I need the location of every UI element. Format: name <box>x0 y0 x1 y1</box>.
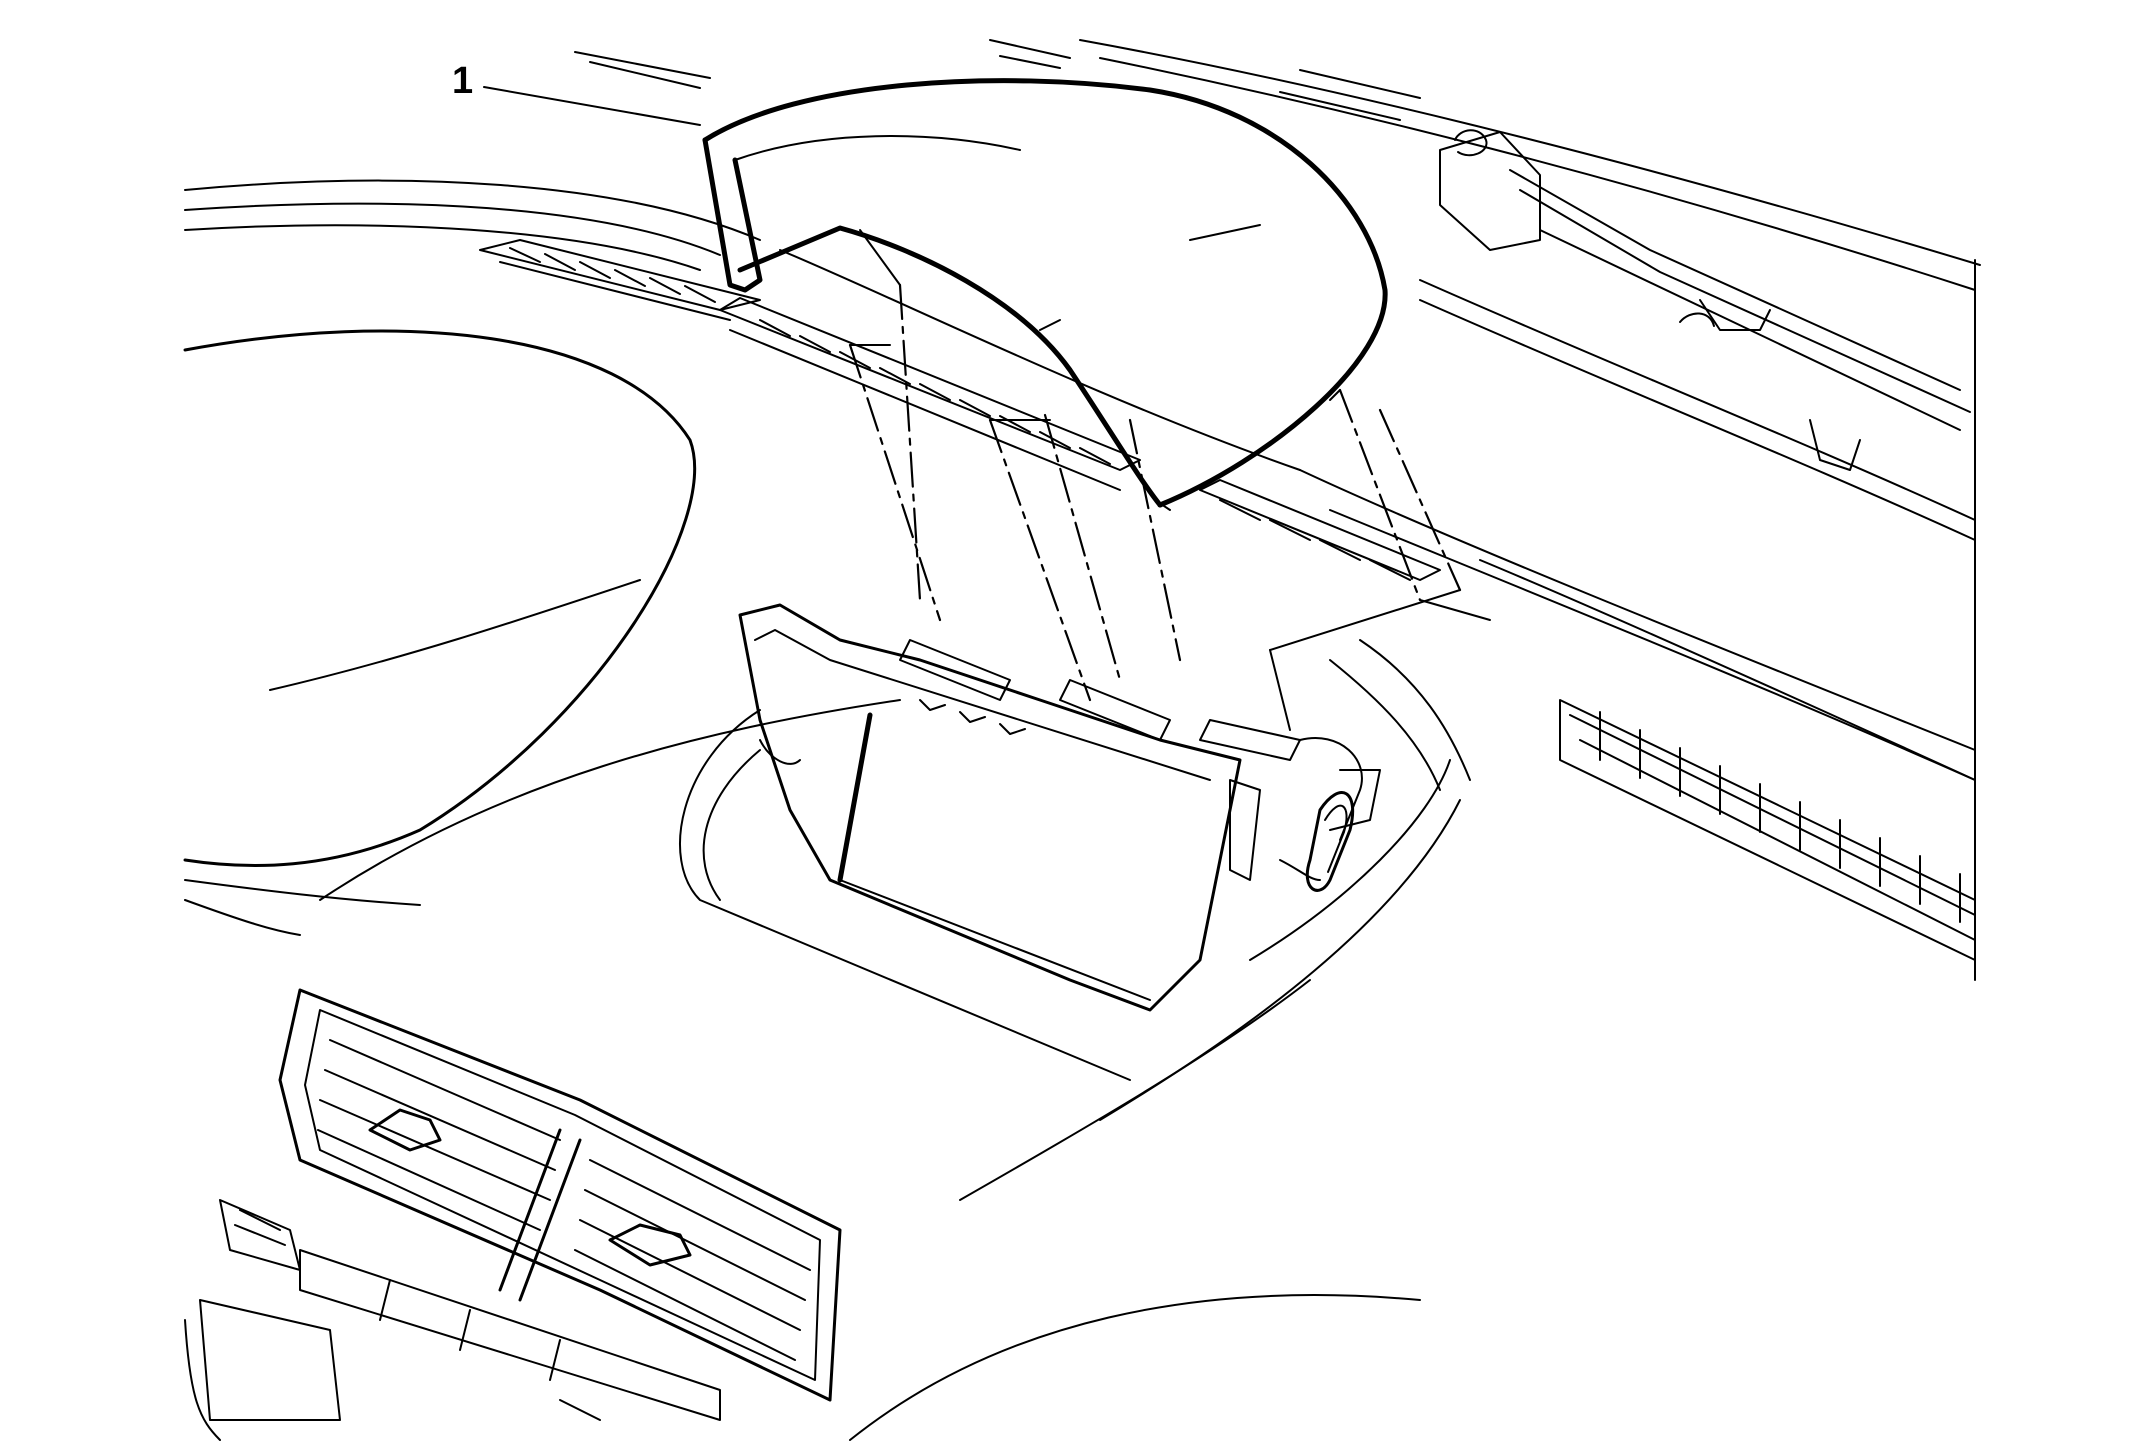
wiper-assembly <box>1419 129 1976 541</box>
display-screen-assembly <box>738 603 1381 1012</box>
switch-bank <box>184 1199 721 1441</box>
instrument-panel-hood <box>702 78 1388 511</box>
alignment-lines <box>848 229 1491 731</box>
center-air-vents <box>278 988 842 1402</box>
side-vent-oval <box>1305 791 1355 892</box>
dashboard-top <box>184 179 1976 981</box>
defroster-vent-center <box>719 297 1441 581</box>
defroster-vent-left <box>479 239 761 321</box>
dashboard-lower-body <box>184 639 1471 1441</box>
dash-left-surface <box>183 329 696 906</box>
defroster-vent-right <box>1559 699 1976 961</box>
callout-leader-1 <box>483 86 701 126</box>
windshield-lines <box>574 39 1981 291</box>
callout-label-1: 1 <box>452 60 474 102</box>
